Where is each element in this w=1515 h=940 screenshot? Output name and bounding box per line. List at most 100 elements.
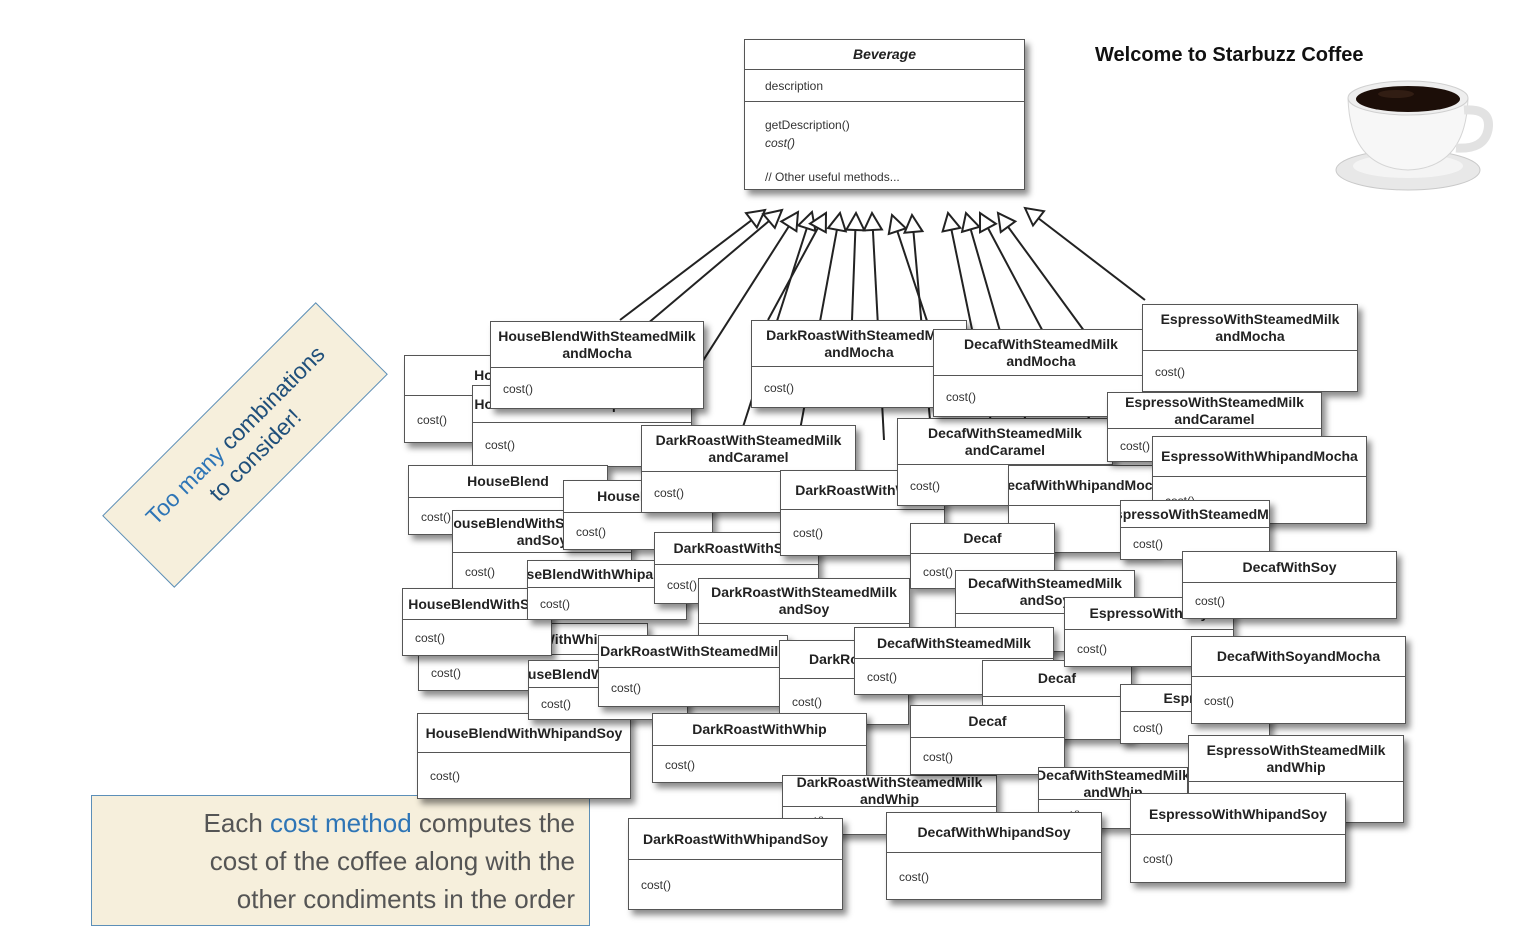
subclass-box: HouseBlendWithSteamedMilk andMocha cost() [490,321,704,409]
subclass-box: DarkRoastWithWhip cost() [652,713,867,783]
subclass-name: DarkRoastWithSteamedMilk andSoy [699,579,909,624]
subclass-name: DecafWithSteamedMilk andWhip [1038,767,1188,800]
subclass-name: DarkRoastWithSoy [655,533,818,565]
subclass-cost-method: cost() [867,670,897,684]
inheritance-arrowhead [808,211,828,234]
subclass-name: DarkRoastWithSteamedMilk andWhip [783,776,996,807]
subclass-cost-method: cost() [1204,694,1234,708]
beverage-class-box: Beverage description getDescription() co… [744,39,1025,190]
beverage-method-get-description: getDescription() [765,118,850,132]
subclass-name: EspressoWithSteamedMilk andMocha [1143,305,1357,351]
subclass-cost-method: cost() [611,681,641,695]
subclass-cost-method: cost() [764,381,794,395]
subclass-cost-method: cost() [1120,439,1150,453]
subclass-cost-method: cost() [540,597,570,611]
coffee-cup-icon [1335,80,1493,191]
subclass-cost-method: cost() [899,870,929,884]
subclass-name: DarkRoastWithWhipandSoy [629,819,842,860]
subclass-name: DarkRoastWithWhip [653,714,866,746]
subclass-name: DarkRoastWithSteamedMilk andMocha [752,321,966,367]
subclass-cost-method: cost() [1143,852,1173,866]
subclass-name: HouseBlendWithSoy [403,589,551,620]
subclass-box: EspressoWithWhipandSoy cost() [1130,793,1346,883]
beverage-method-cost: cost() [765,136,795,150]
subclass-name: Decaf [911,524,1054,554]
subclass-cost-method: cost() [667,578,697,592]
subclass-name: DarkRoastWithSteamedMilk [599,636,787,668]
callout-bottom-line1: Each cost method computes the [92,804,575,842]
subclass-name: DecafWithWhipandSoy [887,813,1101,853]
subclass-cost-method: cost() [430,769,460,783]
subclass-cost-method: cost() [1133,721,1163,735]
subclass-name: DarkRoastWithWhip [781,471,944,510]
callout-bottom-suffix: computes the [411,808,575,838]
subclass-box: DarkRoastWithSteamedMilk andMocha cost() [751,320,967,408]
callout-bottom-line3: other condiments in the order [236,884,575,914]
subclass-box: DecafWithSteamedMilk andMocha cost() [933,329,1149,417]
subclass-name: EspressoWithSteamedMilk andWhip [1189,736,1403,782]
inheritance-arrowhead [862,210,884,232]
subclass-cost-method: cost() [541,697,571,711]
inheritance-arrowhead [1023,206,1046,228]
subclass-cost-method: cost() [485,438,515,452]
subclass-name: DecafWithWhipandMocha [1009,466,1157,506]
beverage-methods: getDescription() cost() // Other useful … [745,102,1024,186]
inheritance-line [1024,207,1146,301]
inheritance-arrowhead [744,208,767,230]
inheritance-line [639,209,783,331]
subclass-box: DarkRoastWithSteamedMilk cost() [598,635,788,707]
subclass-box: HouseBlendWithWhipandSoy cost() [417,713,631,799]
subclass-name: EspressoWithSteamedMilk [1121,501,1269,528]
subclass-name: DecafWithSteamedMilk andSoy [956,571,1134,614]
inheritance-arrowhead [978,211,998,234]
subclass-cost-method: cost() [415,631,445,645]
subclass-name: EspressoWithWhipandSoy [1131,794,1345,835]
subclass-box: DarkRoastWithWhipandSoy cost() [628,818,843,910]
subclass-name: EspressoWithWhipandMocha [1153,437,1366,477]
subclass-name: HouseBlendWithWhipandMocha [528,561,686,588]
subclass-cost-method: cost() [1155,365,1185,379]
beverage-attribute: description [745,70,1024,102]
subclass-name: DecafWithSoyandMocha [1192,637,1405,677]
inheritance-line [619,209,766,321]
inheritance-line [767,212,827,321]
subclass-name: HouseBlendWithWhipandSoy [418,714,630,753]
inheritance-arrowhead [779,210,800,233]
subclass-name: DecafWithSteamedMilk [855,628,1053,659]
inheritance-arrowhead [887,212,908,236]
subclass-cost-method: cost() [923,565,953,579]
subclass-name: Decaf [983,661,1131,697]
subclass-cost-method: cost() [431,666,461,680]
subclass-name: EspressoWithSteamedMilk andCaramel [1108,393,1321,429]
subclass-cost-method: cost() [1195,594,1225,608]
inheritance-arrowhead [826,210,848,233]
inheritance-arrowhead [902,212,925,234]
subclass-name: DecafWithSteamedMilk andCaramel [898,419,1112,465]
subclass-name: EspressoWithSoy [1065,598,1233,630]
subclass-name: DecafWithSteamedMilk andMocha [934,330,1148,376]
inheritance-arrowhead [844,210,866,232]
subclass-cost-method: cost() [665,758,695,772]
welcome-title: Welcome to Starbuzz Coffee [1095,44,1364,66]
subclass-cost-method: cost() [641,878,671,892]
subclass-cost-method: cost() [1133,537,1163,551]
subclass-name: Decaf [911,706,1064,738]
subclass-box: DecafWithWhipandSoy cost() [886,812,1102,900]
callout-bottom-highlight: cost method [270,808,412,838]
subclass-box: DecafWithSoyandMocha cost() [1191,636,1406,724]
subclass-cost-method: cost() [421,510,451,524]
callout-bottom-prefix: Each [203,808,271,838]
subclass-cost-method: cost() [503,382,533,396]
subclass-name: HouseBlendWithSteamedMilk andMocha [491,322,703,368]
cost-method-callout: Each cost method computes the cost of th… [91,795,590,926]
callout-bottom-line2: cost of the coffee along with the [209,846,575,876]
subclass-cost-method: cost() [1077,642,1107,656]
subclass-cost-method: cost() [946,390,976,404]
subclass-cost-method: cost() [576,525,606,539]
subclass-cost-method: cost() [465,565,495,579]
inheritance-arrowhead [960,210,982,234]
subclass-name: HouseBlend [409,466,607,498]
